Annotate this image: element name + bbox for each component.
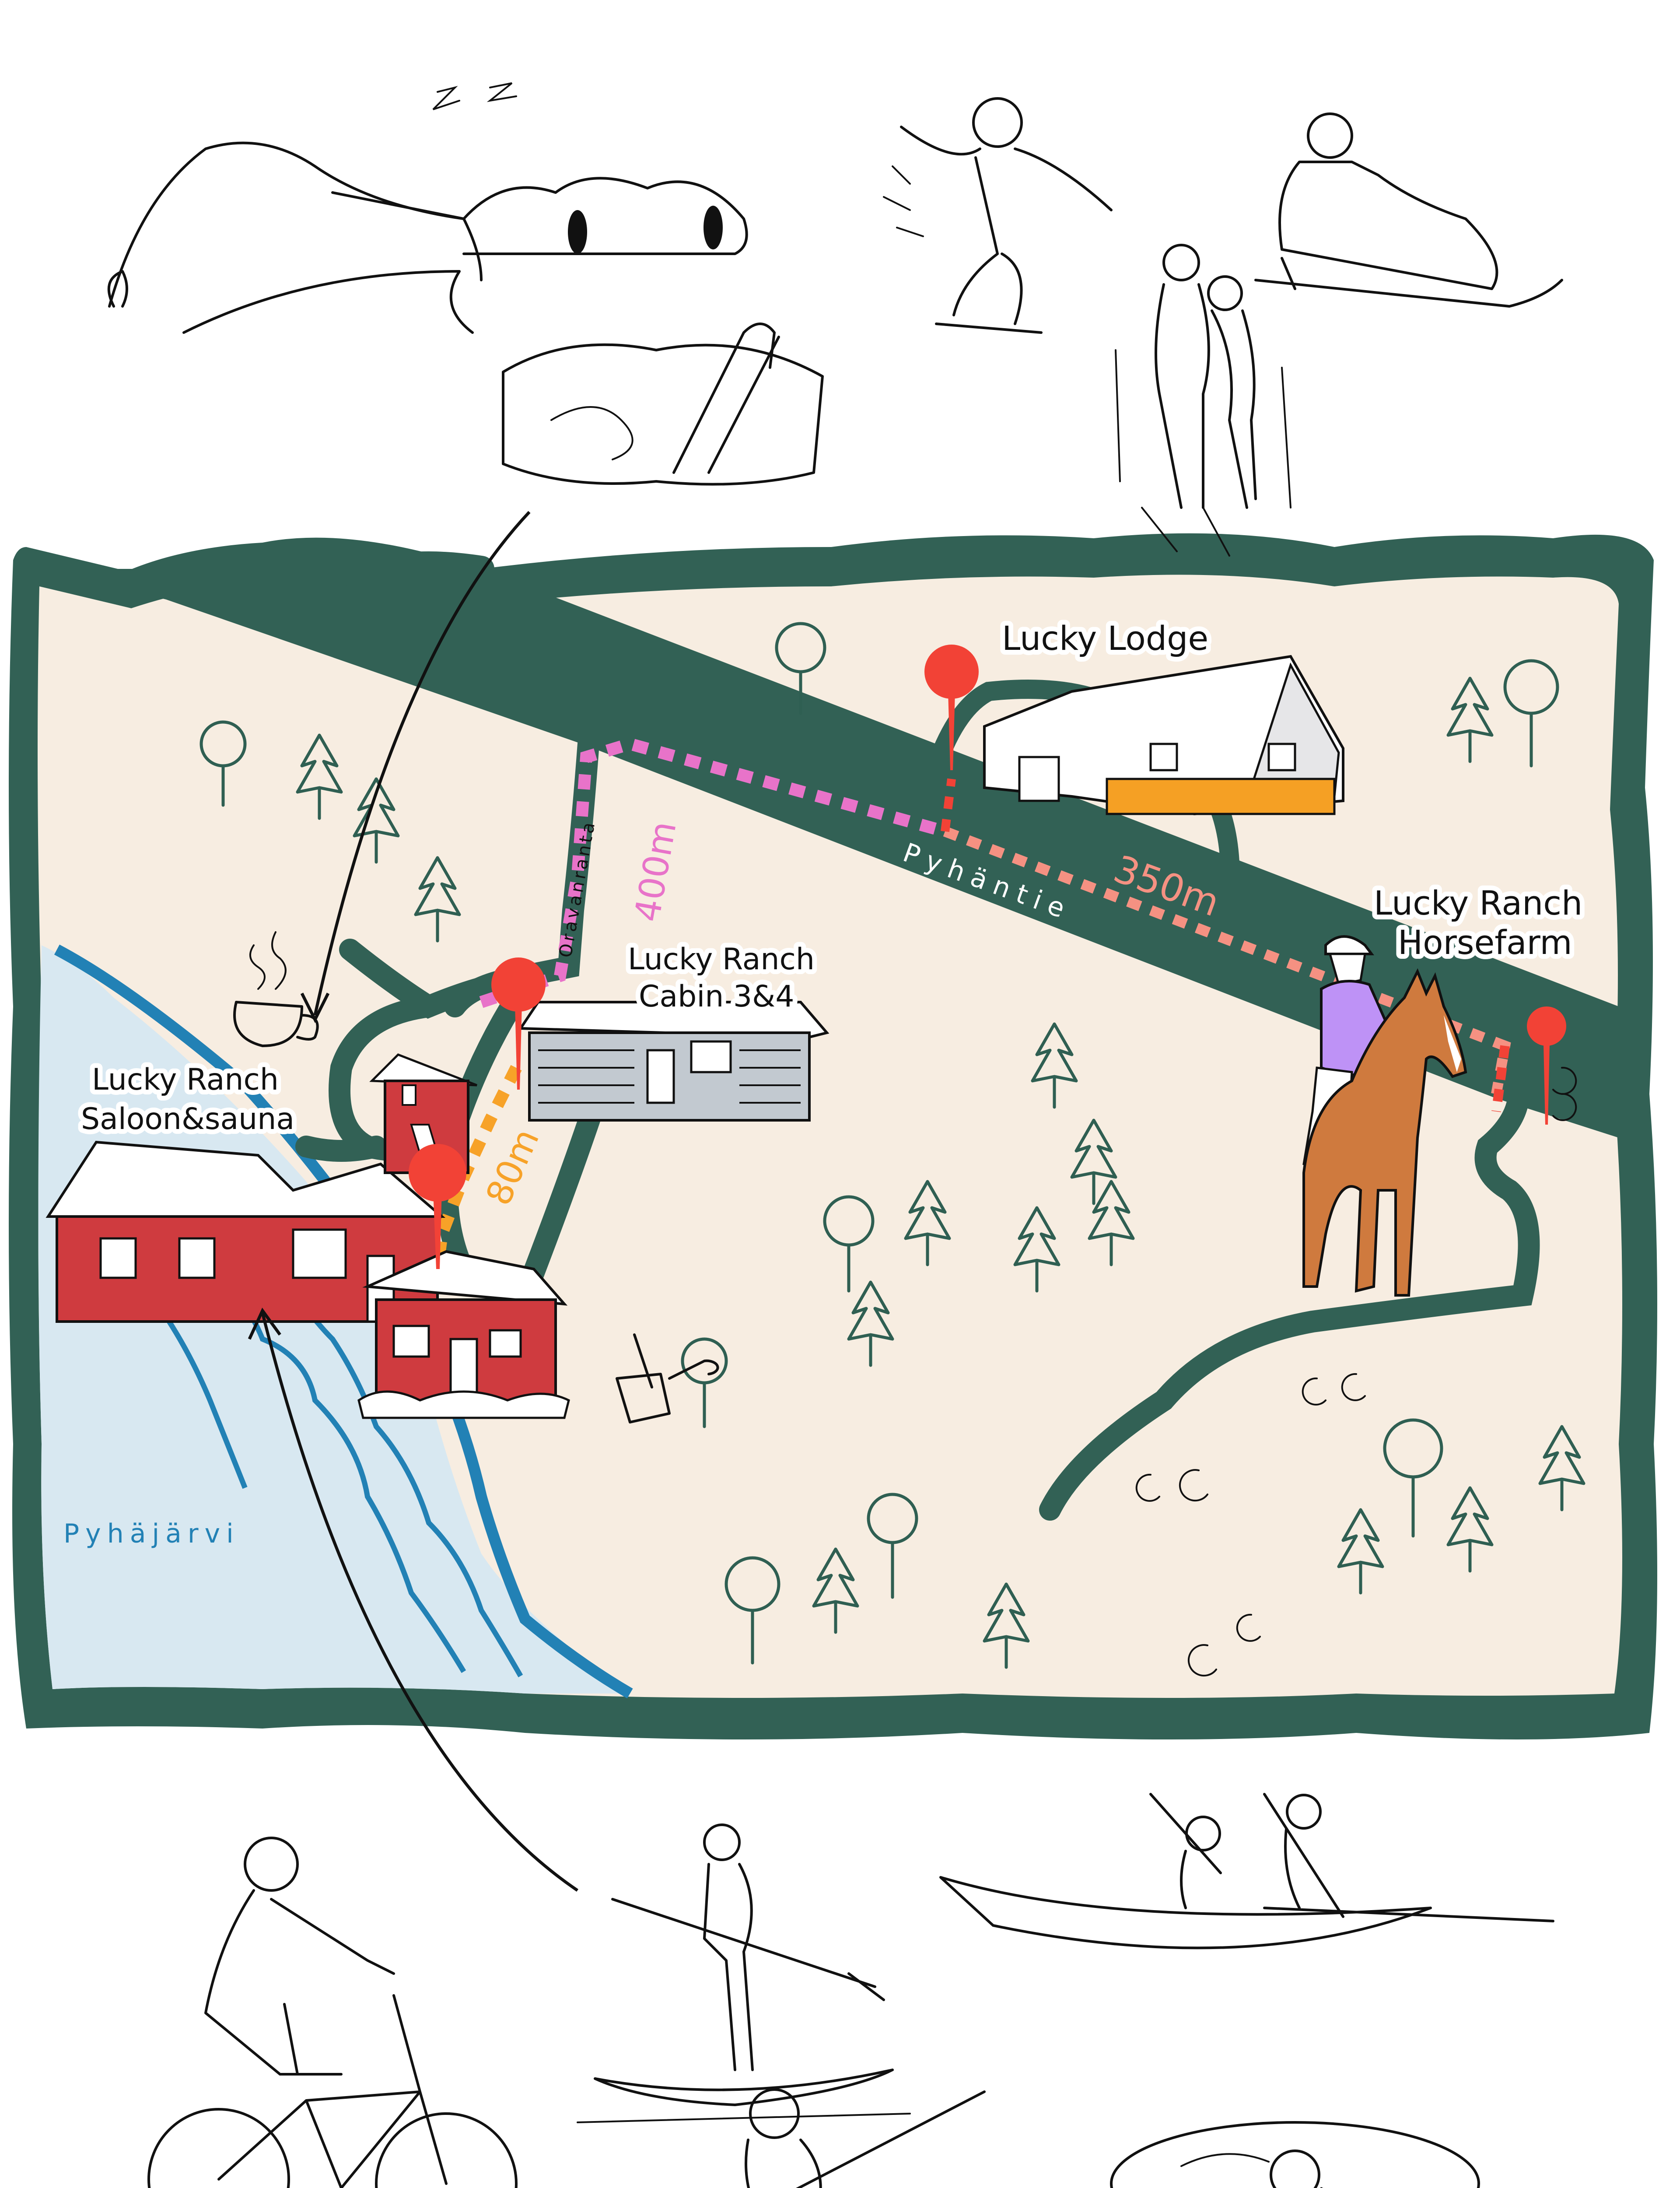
label-saloon-line2: Saloon&sauna	[81, 1102, 294, 1136]
horseshoe-icon	[1236, 1613, 1261, 1642]
rider-helmet	[1324, 935, 1374, 955]
tree-icon	[1013, 1206, 1060, 1293]
labels: Lucky Lodge Lucky Ranch Horsefarm Lucky …	[63, 614, 1587, 1549]
tree-icon	[1538, 1425, 1586, 1511]
lake-wave	[155, 1302, 248, 1489]
round-tree-icon	[823, 1195, 875, 1293]
label-lucky-lodge: Lucky Lodge	[1002, 619, 1208, 658]
label-horsefarm-line2: Horsefarm	[1398, 923, 1572, 962]
winter-activities	[107, 82, 1563, 557]
tree-icon	[1070, 1119, 1117, 1205]
pin-saloon[interactable]	[409, 1144, 466, 1269]
tree-icon	[353, 777, 400, 864]
igloo-door	[568, 210, 587, 254]
tree-icon	[414, 856, 461, 943]
tree-icon	[1088, 1180, 1135, 1266]
tree-icon	[1031, 1022, 1078, 1109]
horseshoe-icon	[1302, 1377, 1326, 1406]
snowmobile-illustration	[1254, 112, 1563, 308]
arrows	[248, 511, 578, 1892]
tree-icon	[1446, 1486, 1494, 1573]
round-tree-icon	[681, 1337, 728, 1428]
horse-rider-illustration	[1302, 935, 1467, 1297]
route-400m	[479, 737, 947, 1008]
trees	[200, 622, 1586, 1669]
horse-blaze	[1444, 1015, 1461, 1072]
tree-icon	[904, 1180, 951, 1266]
kayaker-illustration	[745, 2088, 986, 2188]
lucky-lodge-building	[983, 655, 1344, 816]
tree-icon	[983, 1582, 1030, 1669]
rider-face	[1328, 953, 1366, 986]
road-horsefarm	[1039, 1039, 1540, 1521]
snowboarder-illustration	[883, 97, 1113, 334]
horseshoe-icon	[1135, 1473, 1160, 1502]
tree-icon	[812, 1547, 859, 1634]
pins	[409, 645, 1566, 1269]
round-tree-icon	[1503, 659, 1559, 768]
horseshoe-icon	[1179, 1469, 1208, 1502]
round-tree-icon	[724, 1556, 780, 1665]
coffee-cup-icon	[233, 931, 319, 1047]
route-horsefarm-connector	[1491, 1045, 1510, 1112]
pin-lucky-lodge[interactable]	[924, 645, 979, 770]
pin-horsefarm[interactable]	[1527, 1006, 1566, 1125]
igloo-illustration	[107, 82, 748, 334]
tree-icon	[847, 1280, 894, 1367]
road-saloon	[295, 1136, 387, 1162]
round-tree-icon	[775, 622, 826, 715]
label-cabin-line1: Lucky Ranch	[628, 942, 815, 977]
horseshoe-icon	[1552, 1066, 1577, 1095]
round-tree-icon	[1383, 1418, 1443, 1538]
round-tree-icon	[200, 720, 247, 807]
saloon-building	[46, 1140, 446, 1323]
label-saloon-line1: Lucky Ranch	[92, 1062, 279, 1097]
horseshoe-icon	[1187, 1644, 1217, 1677]
tree-icon	[1337, 1508, 1384, 1595]
label-horsefarm-line1: Lucky Ranch	[1374, 884, 1582, 922]
road-pyhantie	[44, 569, 1619, 1138]
swimmer-illustration	[1110, 2121, 1480, 2188]
paddleboarder-illustration	[577, 1823, 911, 2123]
horseshoes	[1135, 1066, 1577, 1677]
ice-swimming-illustration	[502, 323, 824, 486]
lake-wave	[204, 1258, 466, 1673]
canoe-illustration	[939, 1793, 1554, 1950]
tree-icon	[1446, 677, 1494, 763]
pin-cabin[interactable]	[491, 957, 546, 1090]
skiers-illustration	[1115, 244, 1292, 557]
horseshoe-icon	[1552, 1093, 1577, 1121]
road-loop-top	[346, 551, 494, 595]
lake-label-pyhajarvi: Pyhäjärvi	[63, 1518, 240, 1549]
summer-activities	[147, 1793, 1554, 2188]
winter-arrow	[313, 511, 531, 1016]
cyclist-illustration	[147, 1837, 518, 2188]
horseshoe-icon	[1341, 1373, 1366, 1401]
route-lodge-connector	[941, 778, 956, 832]
lake-wave	[277, 1267, 523, 1677]
horse-body	[1302, 968, 1467, 1297]
summer-arrow	[261, 1312, 578, 1892]
arrow-head-icon	[248, 1308, 281, 1340]
sauna-bucket-icon	[616, 1333, 719, 1424]
igloo-door	[704, 206, 723, 249]
tree-icon	[296, 733, 343, 820]
label-cabin-line2: Cabin 3&4	[639, 979, 794, 1014]
round-tree-icon	[867, 1493, 918, 1599]
sauna-building	[357, 1250, 570, 1419]
cabin-3-4-building	[518, 1001, 830, 1122]
